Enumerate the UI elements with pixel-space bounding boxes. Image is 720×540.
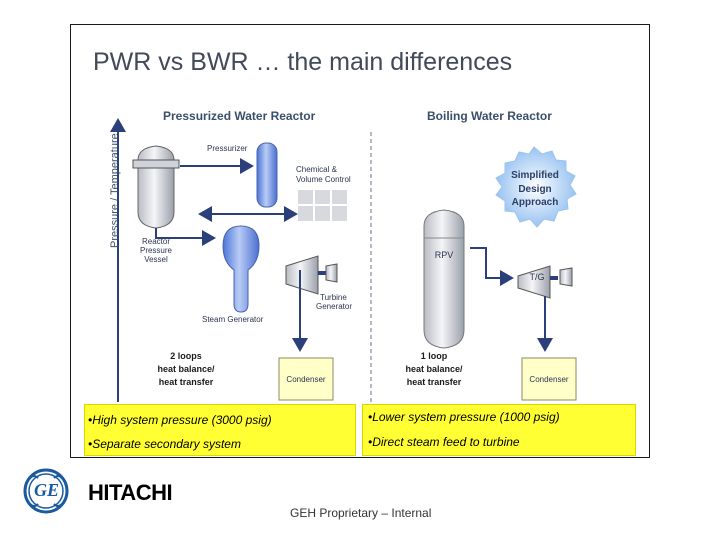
- bwr-loops-line1: 1 loop: [420, 351, 448, 361]
- bwr-header: Boiling Water Reactor: [427, 109, 552, 123]
- proprietary-footer: GEH Proprietary – Internal: [290, 506, 432, 520]
- chemical-label-line2: Volume Control: [296, 175, 351, 184]
- badge-line2: Design: [518, 184, 552, 195]
- pwr-loops-line2: heat balance/: [157, 364, 215, 374]
- slide-title: PWR vs BWR … the main differences: [93, 48, 513, 76]
- rpv-label-line2: Pressure: [139, 246, 172, 255]
- pwr-flow-arrows: [155, 158, 308, 352]
- bwr-condenser-label: Condenser: [529, 375, 569, 384]
- steam-generator: [222, 225, 260, 313]
- tg-label: T/G: [529, 272, 545, 282]
- bwr-turbine: [517, 265, 573, 299]
- pressure-temperature-axis-label: Pressure / Temperature: [109, 133, 121, 248]
- pressurizer-label: Pressurizer: [207, 144, 248, 153]
- chemical-volume-control-grid: [298, 190, 347, 221]
- pressurizer-vessel: [256, 142, 278, 208]
- hitachi-brand: HITACHI: [88, 480, 173, 505]
- bwr-rpv-label: RPV: [434, 250, 454, 260]
- badge-line3: Approach: [511, 197, 559, 208]
- bwr-note-steam: •Direct steam feed to turbine: [368, 435, 520, 449]
- turbine-label-line2: Generator: [316, 302, 353, 311]
- pwr-loops-line1: 2 loops: [170, 351, 202, 361]
- pwr-turbine: [285, 255, 338, 295]
- pwr-loops-line3: heat transfer: [158, 377, 214, 387]
- bwr-notes-box: [362, 404, 636, 456]
- bwr-flow-arrows: [470, 247, 553, 352]
- ge-logo: [23, 468, 69, 514]
- pwr-condenser-label: Condenser: [286, 375, 326, 384]
- pwr-note-secondary: •Separate secondary system: [88, 437, 241, 451]
- rpv-label-line3: Vessel: [144, 255, 168, 264]
- pwr-note-pressure: •High system pressure (3000 psig): [88, 413, 272, 427]
- bwr-condenser-box: [521, 357, 577, 401]
- pwr-reactor-vessel: [132, 145, 180, 229]
- simplified-design-badge: [495, 146, 577, 228]
- bwr-note-pressure: •Lower system pressure (1000 psig): [368, 410, 560, 424]
- chemical-label-line1: Chemical &: [296, 165, 337, 174]
- turbine-label-line1: Turbine: [320, 293, 347, 302]
- pwr-notes-box: [84, 404, 356, 456]
- steam-generator-label: Steam Generator: [202, 315, 264, 324]
- bwr-loops-line3: heat transfer: [406, 377, 462, 387]
- bwr-loops-line2: heat balance/: [405, 364, 463, 374]
- bwr-rpv-vessel: [423, 209, 465, 349]
- ge-logo-text: GE: [34, 480, 60, 500]
- badge-line1: Simplified: [511, 170, 559, 181]
- pwr-condenser-box: [278, 357, 334, 401]
- rpv-label-line1: Reactor: [141, 237, 170, 246]
- pwr-header: Pressurized Water Reactor: [163, 109, 316, 123]
